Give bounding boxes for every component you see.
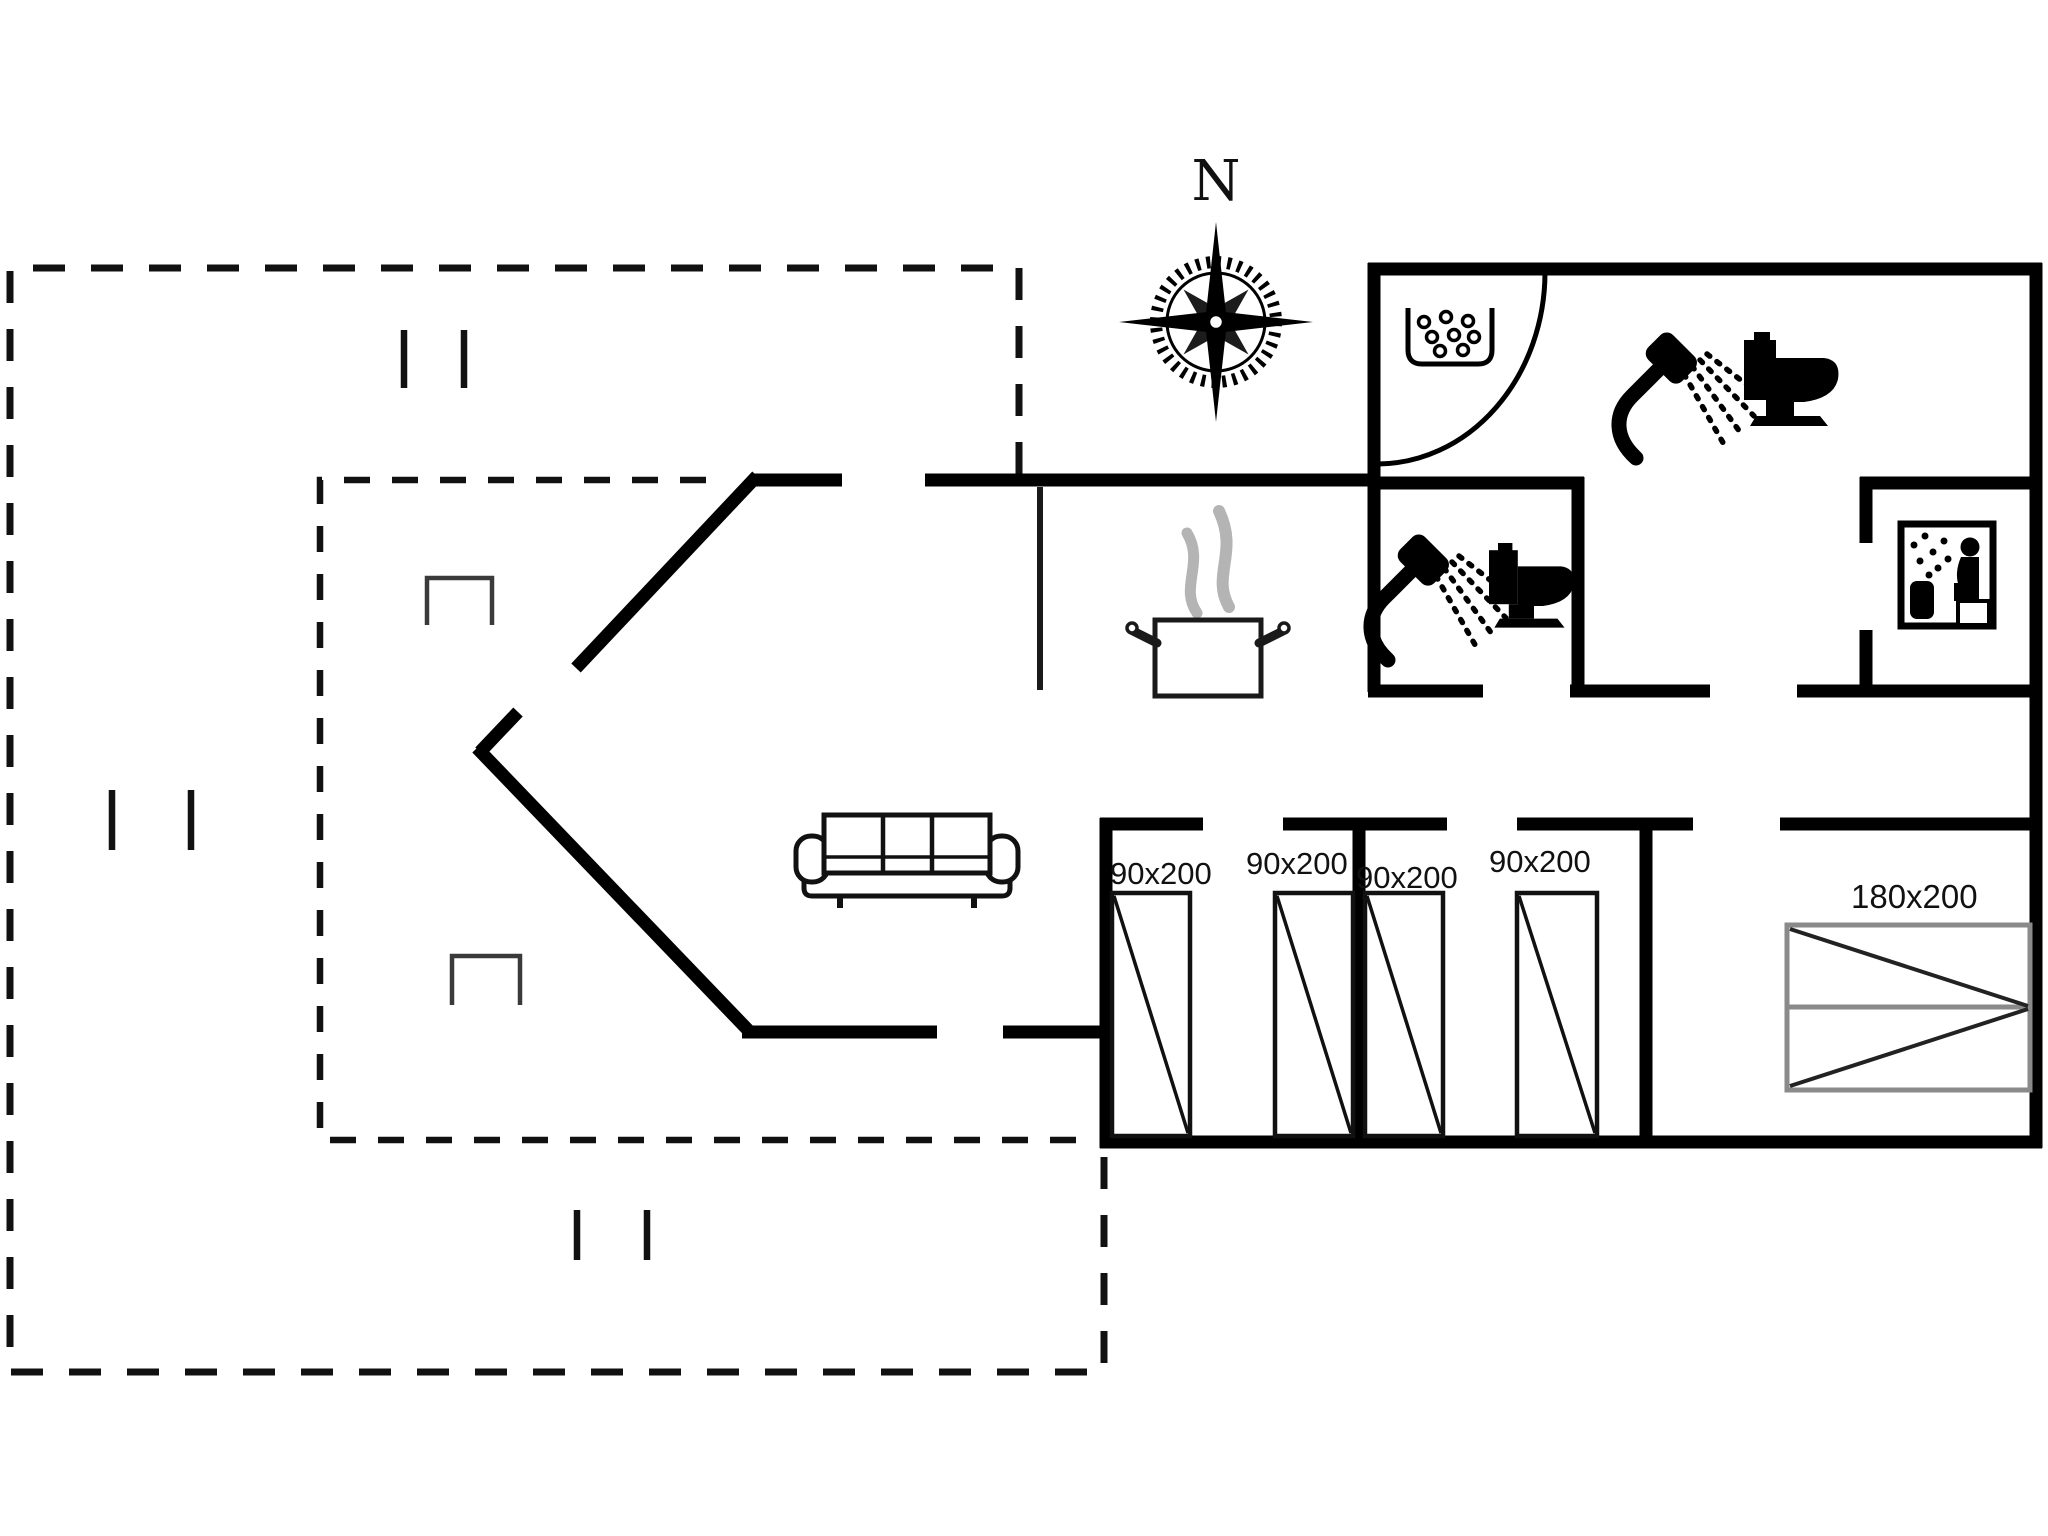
sauna-icon [1897, 520, 1997, 630]
single-bed-icon: 90x200 [1109, 856, 1212, 1139]
compass-rose-icon: N [1119, 149, 1313, 422]
terrace-outline-inner [316, 476, 1096, 1144]
bed-size-label: 90x200 [1246, 846, 1348, 881]
bed-size-label: 180x200 [1851, 878, 1978, 915]
north-label: N [1192, 149, 1241, 214]
furniture-icon [424, 575, 523, 1005]
single-bed-icon: 90x200 [1356, 860, 1458, 1139]
toilet-icon [1744, 332, 1839, 426]
entrance-door-arc [1377, 272, 1548, 467]
single-bed-icon: 90x200 [1246, 846, 1356, 1139]
bed-size-label: 90x200 [1356, 860, 1458, 895]
washbasin-icon [1405, 308, 1495, 367]
cooking-pot-icon [1125, 505, 1291, 699]
window-tick-icon [108, 330, 651, 1260]
shower-icon [1619, 329, 1764, 458]
house-walls [472, 262, 2043, 1149]
double-bed-icon: 180x200 [1784, 878, 2033, 1093]
sofa-icon [793, 812, 1021, 908]
terrace-outline-outer [6, 264, 1108, 1376]
single-bed-icon: 90x200 [1489, 844, 1600, 1139]
bed-size-label: 90x200 [1489, 844, 1591, 879]
bed-size-label: 90x200 [1110, 856, 1212, 891]
